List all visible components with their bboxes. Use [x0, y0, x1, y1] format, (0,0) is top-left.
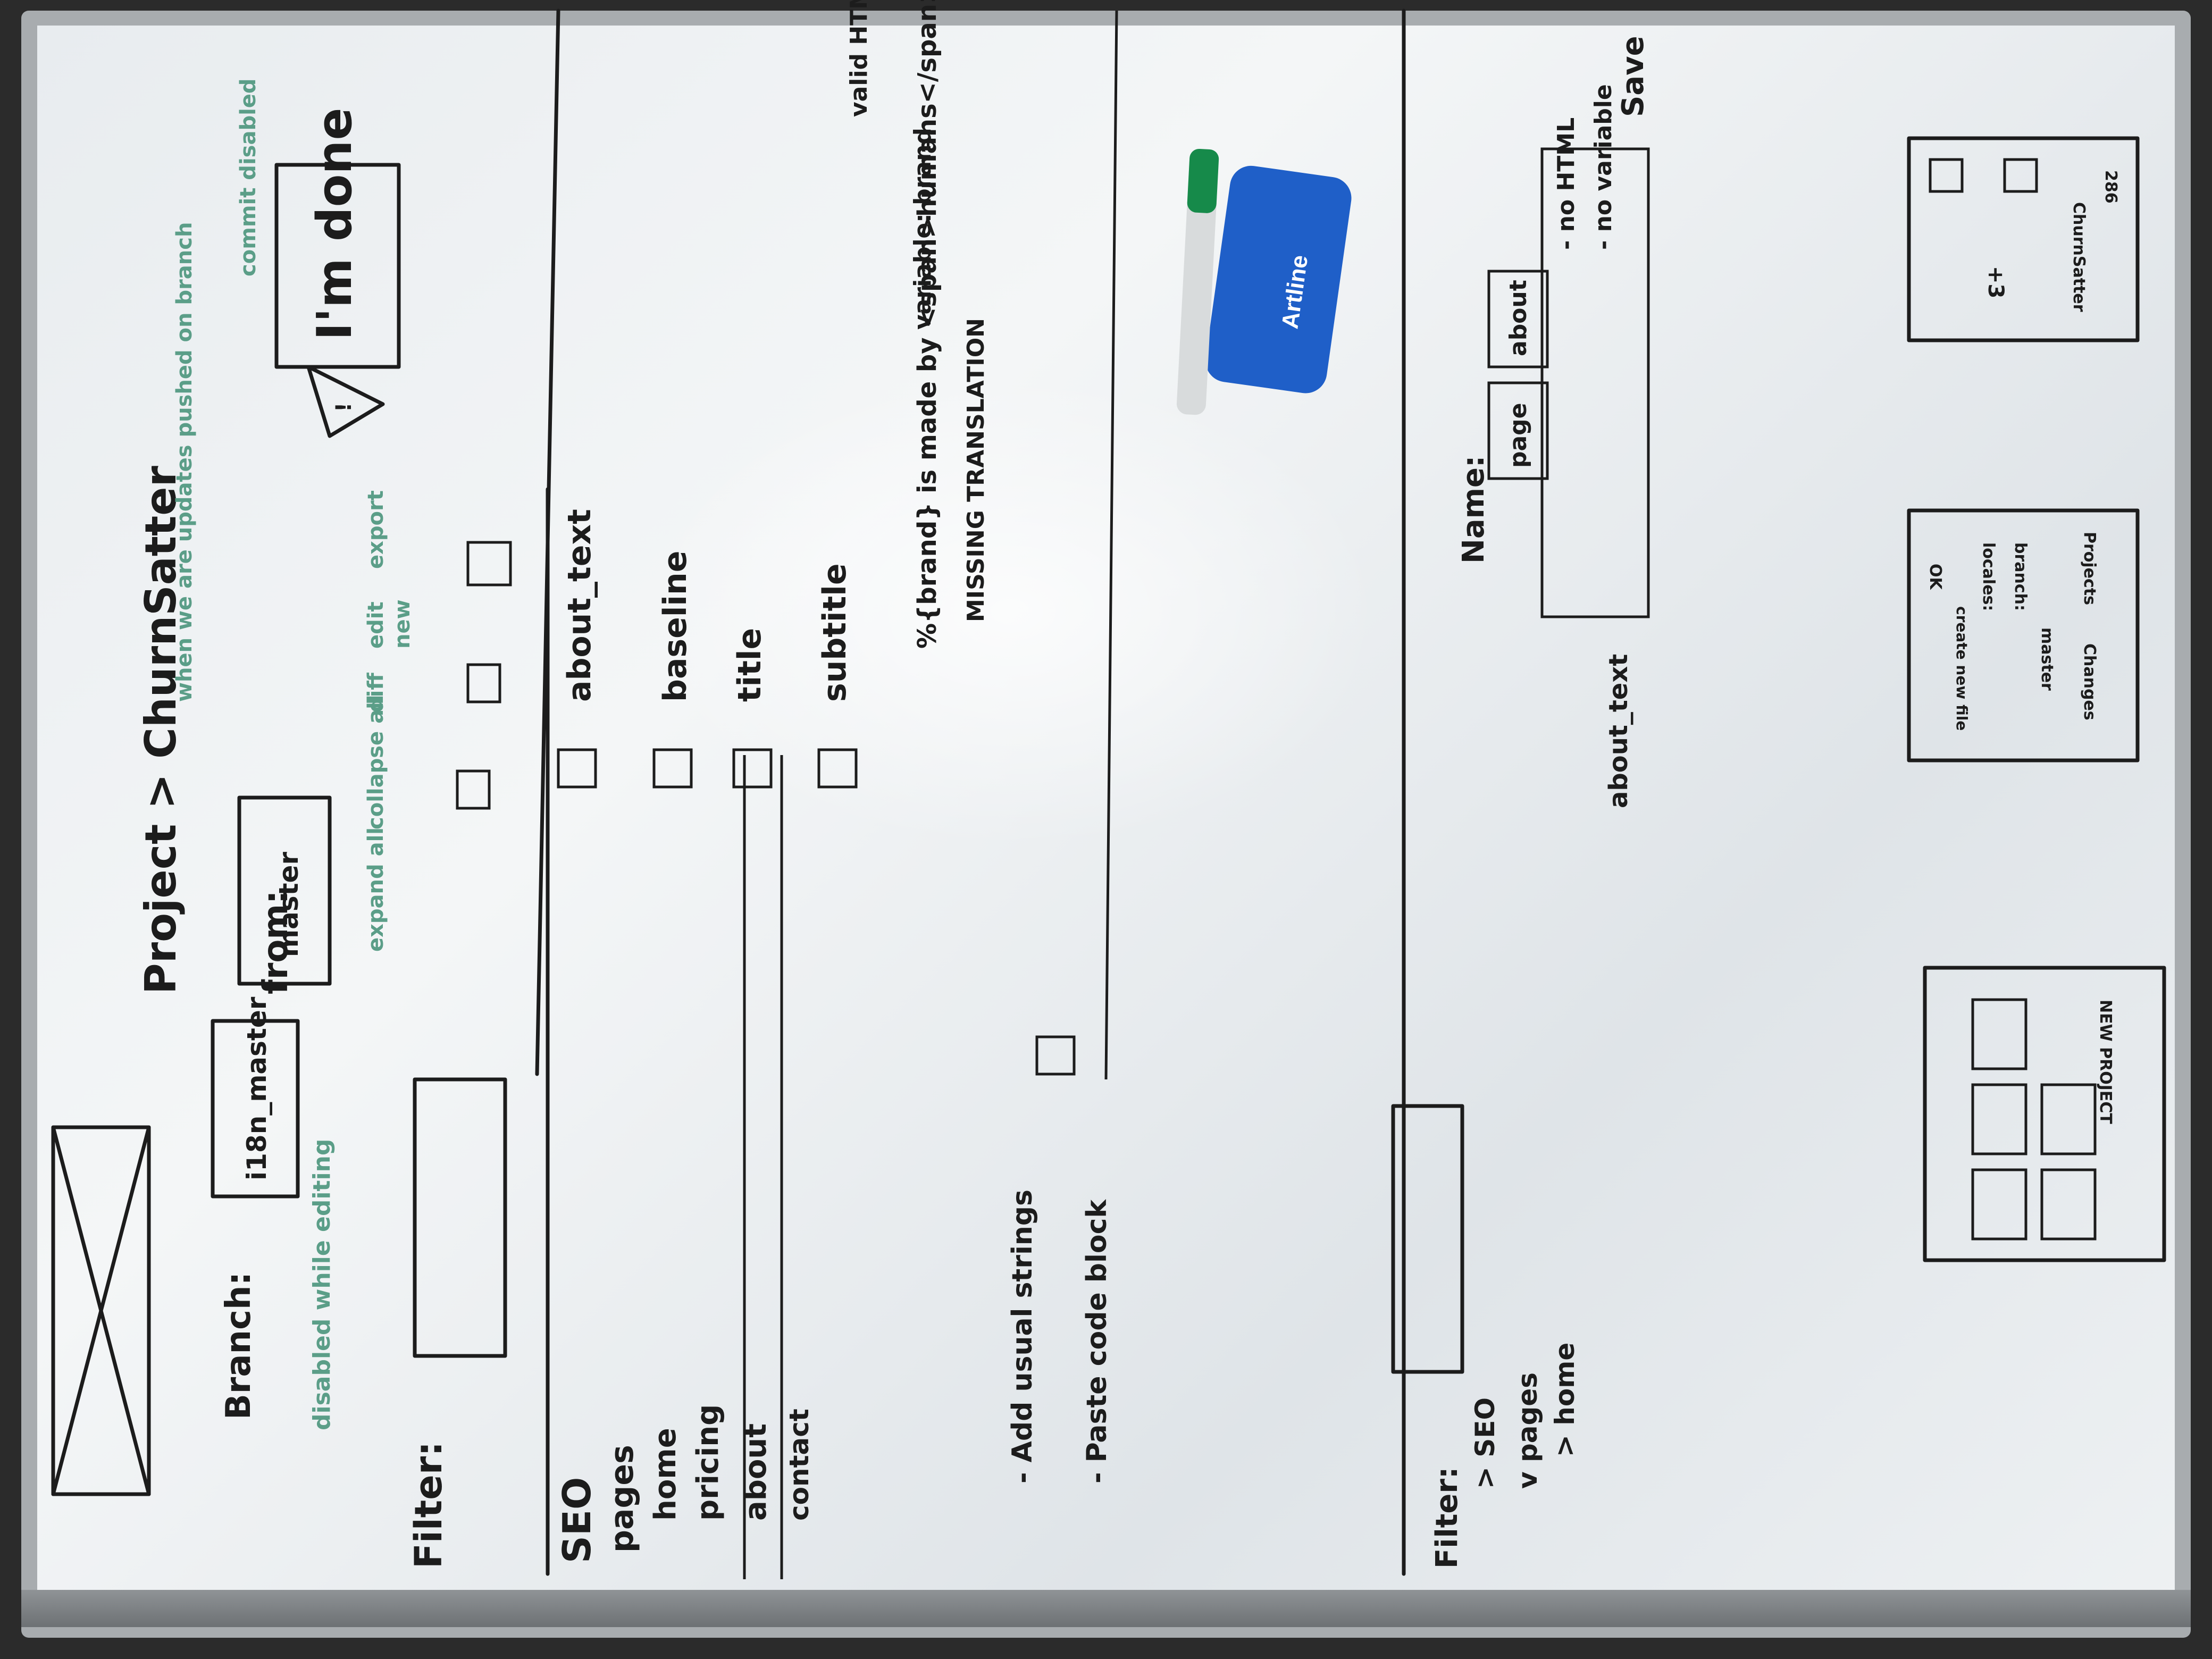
- validation-box: [1540, 147, 1650, 618]
- validation-no-html: - no HTML: [1553, 118, 1580, 250]
- tree-nav: SEO pages home pricing about contact: [555, 755, 815, 1579]
- diff-icon[interactable]: [456, 769, 491, 810]
- tree-item-contact[interactable]: contact: [784, 1409, 815, 1521]
- add-icon[interactable]: [466, 663, 501, 703]
- toolbar-diff[interactable]: diff: [364, 673, 388, 713]
- name-part-page[interactable]: [1487, 381, 1549, 480]
- toolbar-collapse-all[interactable]: collapse all: [364, 694, 388, 830]
- marker-tray: [21, 1590, 2191, 1627]
- check-valid-html: valid HTML: [845, 0, 873, 117]
- validation-no-variable: - no variable: [1590, 84, 1617, 250]
- dialog-branch-label: branch:: [2011, 542, 2030, 611]
- toolbar: expand all collapse all diff edit new ex…: [364, 490, 512, 952]
- dialog-ok[interactable]: OK: [1926, 564, 1945, 591]
- light-glare: [638, 372, 1382, 851]
- save-button[interactable]: Save: [1616, 36, 1650, 117]
- tree-item-pages[interactable]: pages: [604, 1445, 641, 1553]
- note-paste-code: - Paste code block: [1081, 1199, 1113, 1484]
- toolbar-new[interactable]: new: [390, 599, 415, 649]
- key-baseline[interactable]: baseline: [657, 551, 694, 702]
- svg-text:about: about: [1505, 280, 1532, 356]
- toolbar-edit[interactable]: edit: [364, 601, 388, 649]
- key-subtitle[interactable]: subtitle: [816, 563, 853, 702]
- lower-keys: about_text: [1604, 654, 1633, 808]
- from-label: from:: [256, 890, 296, 994]
- green-note-commit: commit disabled: [236, 78, 261, 276]
- dialog-changes[interactable]: Changes: [2080, 643, 2099, 720]
- lower-tree-seo[interactable]: > SEO: [1470, 1397, 1501, 1489]
- branch-label: Branch:: [219, 1272, 258, 1420]
- note-add-strings: - Add usual strings: [1007, 1189, 1038, 1484]
- tree-item-seo[interactable]: SEO: [555, 1477, 599, 1563]
- key-about-text-add[interactable]: [557, 748, 597, 789]
- filter-label: Filter:: [407, 1442, 450, 1569]
- key-about-text[interactable]: about_text: [561, 509, 598, 702]
- tree-item-home[interactable]: home: [648, 1428, 683, 1521]
- branch-select[interactable]: [211, 1019, 300, 1199]
- tablet-new-project[interactable]: NEW PROJECT: [2096, 1000, 2115, 1124]
- warning-icon: !: [306, 365, 385, 438]
- add-key-button[interactable]: [1035, 1035, 1076, 1076]
- svg-text:!: !: [332, 403, 356, 412]
- toolbar-export[interactable]: export: [364, 490, 388, 569]
- disabled-note: disabled while editing: [308, 1139, 336, 1430]
- marker-pen: [1176, 148, 1219, 415]
- dialog-locales-label: locales:: [1979, 542, 1998, 611]
- done-button-label: I'm done: [307, 107, 363, 340]
- key-baseline-add[interactable]: [652, 748, 693, 789]
- mini-more: +3: [1983, 266, 2008, 298]
- done-button[interactable]: [274, 163, 401, 369]
- lower-filter-input[interactable]: [1391, 1104, 1464, 1374]
- missing-translation: MISSING TRANSLATION: [962, 318, 990, 622]
- svg-text:page: page: [1505, 403, 1532, 468]
- from-select[interactable]: [237, 795, 332, 986]
- lower-filter-label: Filter:: [1430, 1467, 1464, 1569]
- lower-tree-home[interactable]: > home: [1549, 1343, 1580, 1457]
- mini-badge: 286: [2101, 170, 2120, 204]
- dialog-create-file[interactable]: create new file: [1953, 606, 1971, 731]
- detail-text: %{brand} is made by <span>humans</span>: [912, 0, 942, 649]
- lower-tree-pages[interactable]: v pages: [1512, 1372, 1543, 1489]
- mini-app-sketch: 286 ChurnSatter +3: [1907, 136, 2140, 342]
- tablet-sketch: NEW PROJECT: [1923, 966, 2166, 1262]
- lower-tree: > SEO v pages > home: [1470, 1343, 1580, 1489]
- key-subtitle-collapse[interactable]: [817, 748, 858, 789]
- toolbar-expand-all[interactable]: expand all: [364, 827, 388, 952]
- lower-key-about-text[interactable]: about_text: [1604, 654, 1633, 808]
- export-icon[interactable]: [466, 541, 512, 586]
- dialog-branch-value[interactable]: master: [2038, 627, 2056, 691]
- keys-list: about_text baseline title subtitle %{bra…: [557, 0, 1118, 1080]
- logo-placeholder: [51, 1125, 151, 1496]
- branch-value: i18n_master: [241, 996, 272, 1180]
- mini-title: ChurnSatter: [2069, 202, 2088, 312]
- check-variable: variable: brand: [909, 128, 936, 330]
- green-note-updates: when we are updates pushed on branch: [172, 222, 197, 702]
- tree-item-pricing[interactable]: pricing: [691, 1404, 725, 1521]
- from-value: master: [273, 852, 304, 957]
- breadcrumb: Project > ChurnSatter: [136, 466, 186, 994]
- eraser: Artline: [1205, 165, 1352, 393]
- dialog-projects[interactable]: Projects: [2080, 532, 2099, 605]
- key-title-add[interactable]: [732, 748, 773, 789]
- dialog-sketch: Projects Changes branch: master locales:…: [1907, 508, 2140, 763]
- key-title[interactable]: title: [731, 628, 768, 702]
- name-part-about[interactable]: [1487, 270, 1549, 368]
- filter-input[interactable]: [413, 1077, 507, 1358]
- name-label: Name:: [1456, 456, 1491, 564]
